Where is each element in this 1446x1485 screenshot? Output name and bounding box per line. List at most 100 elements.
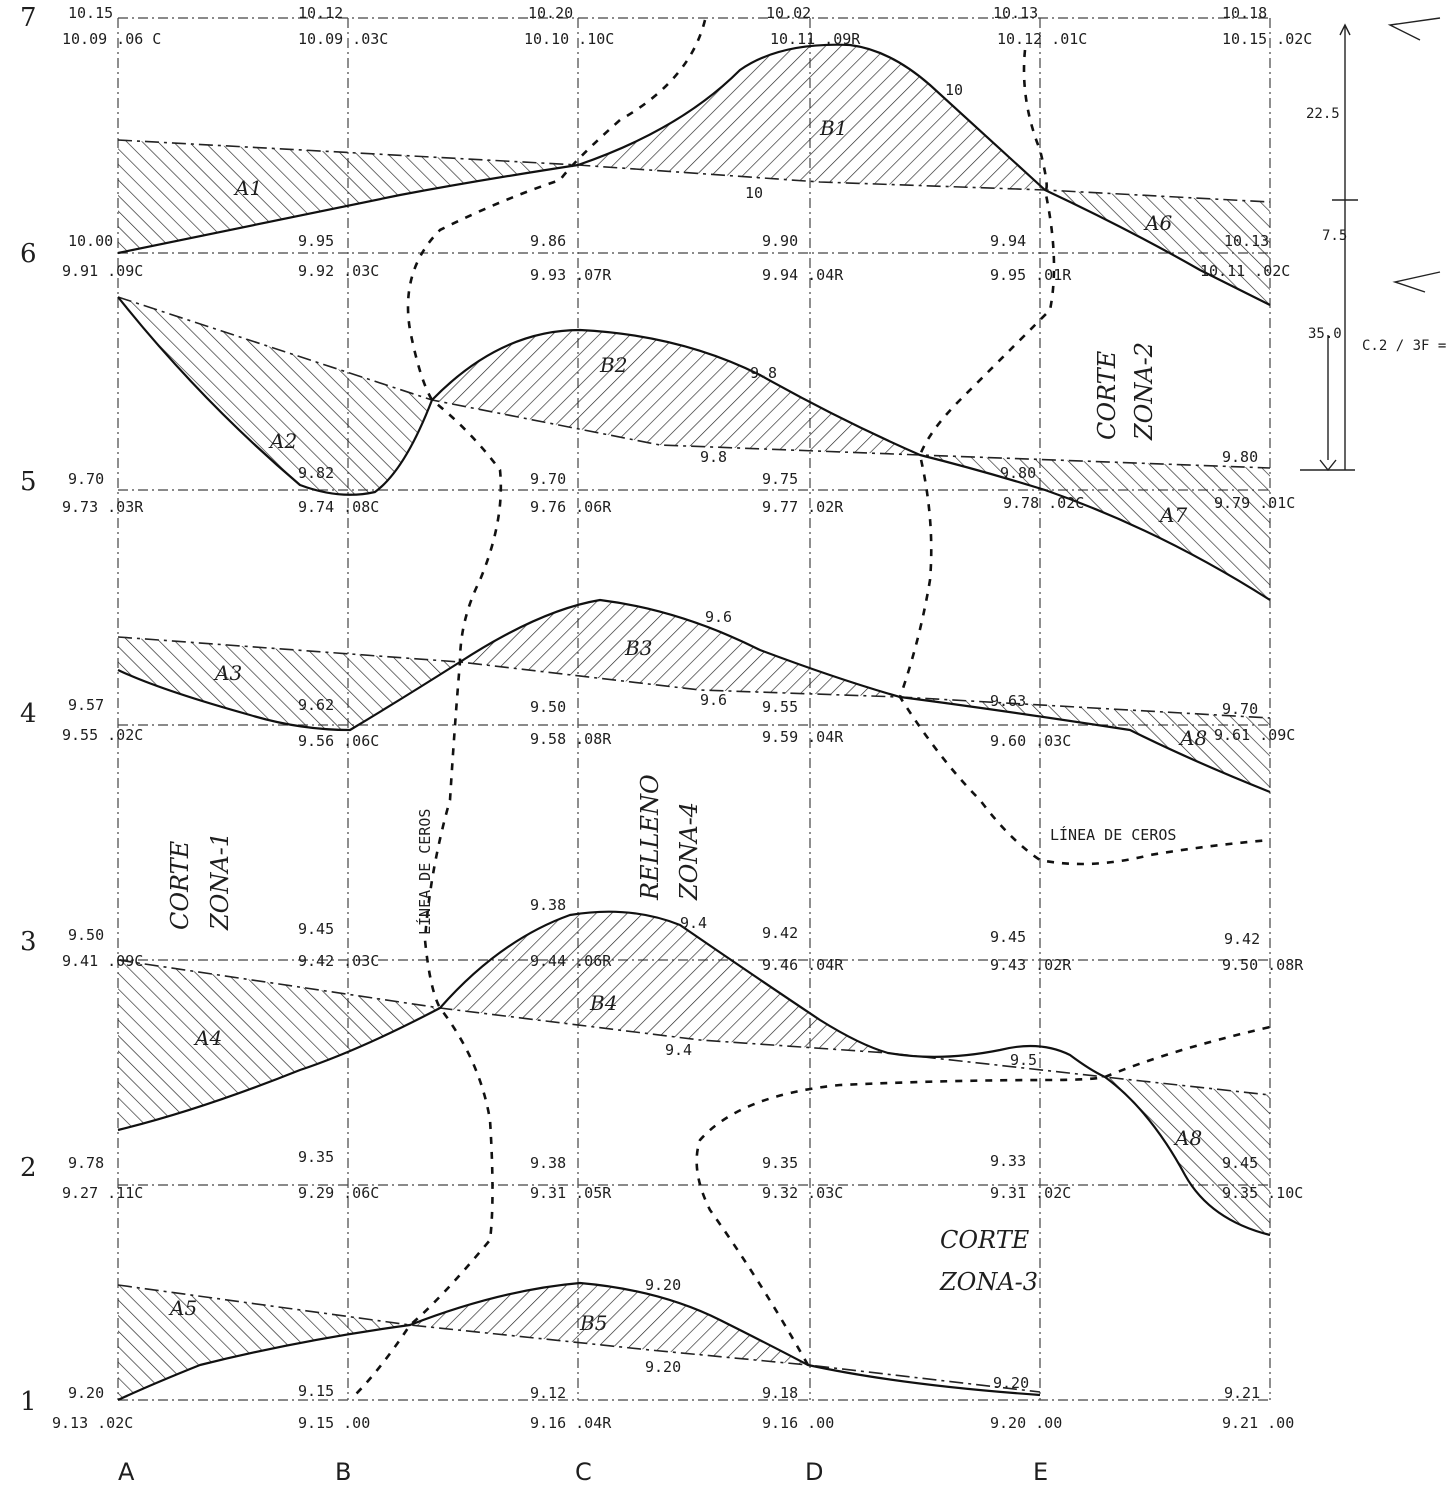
- elev-bottom: 9.44 .06R: [530, 952, 612, 970]
- row-label-4: 4: [20, 699, 37, 729]
- margin-note: C.2 / 3F =: [1362, 338, 1446, 354]
- elev-top: 9.62: [298, 696, 334, 714]
- elev-bottom: 9.15 .00: [298, 1414, 370, 1432]
- elevation-labels: 10.15 10.12 10.20 10.02 10.13 10.18 10.0…: [52, 4, 1312, 1432]
- elev-top: 9.80: [1000, 464, 1036, 482]
- elev-bottom: 9.61 .09C: [1214, 726, 1295, 744]
- area-a2-hatch: [118, 297, 432, 495]
- elev-top: 9.45: [298, 920, 334, 938]
- area-label-a9: A8: [1173, 1126, 1202, 1150]
- area-label-b3: B3: [624, 636, 652, 660]
- contour-labels: 10 10 9.8 9.8 9.6 9.6 9.4 9.4 9.5 9.20 9…: [645, 81, 1037, 1376]
- elev-top: 9.63: [990, 692, 1026, 710]
- elev-top: 9.42: [762, 924, 798, 942]
- elev-bottom: 9.35 .10C: [1222, 1184, 1303, 1202]
- contour-label: 9.8: [700, 448, 727, 466]
- elev-top: 9.95: [298, 232, 334, 250]
- elev-bottom: 9.50 .08R: [1222, 956, 1304, 974]
- dim-22-5: 22.5: [1306, 106, 1340, 122]
- elev-top: 10.00: [68, 232, 113, 250]
- col-label-c: C: [575, 1458, 592, 1485]
- elev-bottom: 10.11 .09R: [770, 30, 861, 48]
- contour-label: 10: [745, 184, 763, 202]
- elev-top: 9.18: [762, 1384, 798, 1402]
- dim-7-5: 7.5: [1322, 228, 1347, 244]
- elev-bottom: 9.43 .02R: [990, 956, 1072, 974]
- col-label-b: B: [335, 1458, 351, 1485]
- elev-bottom: 10.15 .02C: [1222, 30, 1312, 48]
- area-label-b5: B5: [579, 1311, 607, 1335]
- elev-bottom: 9.91 .09C: [62, 262, 143, 280]
- col-label-a: A: [118, 1458, 135, 1485]
- area-a8-hatch: [900, 697, 1270, 792]
- elev-bottom: 9.29 .06C: [298, 1184, 379, 1202]
- zero-line-1: [354, 19, 707, 1396]
- elev-bottom: 10.09 .06 C: [62, 30, 161, 48]
- area-label-a1: A1: [233, 176, 262, 200]
- elev-top: 9.45: [1222, 1154, 1258, 1172]
- elev-bottom: 9.79 .01C: [1214, 494, 1295, 512]
- elev-bottom: 9.31 .02C: [990, 1184, 1071, 1202]
- row-label-6: 6: [20, 239, 37, 269]
- elev-bottom: 9.73 .03R: [62, 498, 144, 516]
- elev-top: 9.38: [530, 896, 566, 914]
- margin-arrow-2: [1392, 271, 1441, 293]
- area-label-a2: A2: [268, 429, 297, 453]
- row-number-labels: 7 6 5 4 3 2 1: [20, 3, 37, 1417]
- elev-top: 9.86: [530, 232, 566, 250]
- elev-top: 9.42: [1224, 930, 1260, 948]
- elev-top: 9.45: [990, 928, 1026, 946]
- contour-label: 10: [945, 81, 963, 99]
- contour-label: 9.8: [750, 364, 777, 382]
- margin-arrow-1: [1387, 17, 1441, 41]
- area-label-a3: A3: [213, 661, 242, 685]
- zone-relleno-4-line1: RELLENO: [636, 774, 664, 901]
- contour-label: 9.20: [645, 1276, 681, 1294]
- elev-bottom: 9.95 .01R: [990, 266, 1072, 284]
- col-label-d: D: [805, 1458, 823, 1485]
- area-label-a6: A6: [1143, 211, 1172, 235]
- elev-bottom: 10.09 .03C: [298, 30, 388, 48]
- elev-bottom: 10.11 .02C: [1200, 262, 1290, 280]
- zero-line-label-2: LÍNEA DE CEROS: [1050, 825, 1176, 844]
- hatched-areas: [118, 44, 1270, 1400]
- elev-top: 9.55: [762, 698, 798, 716]
- elev-bottom: 10.10 .10C: [524, 30, 614, 48]
- area-a3-hatch: [118, 637, 460, 730]
- zone-relleno-4-line2: ZONA-4: [675, 802, 703, 901]
- elev-top: 9.33: [990, 1152, 1026, 1170]
- elev-bottom: 9.20 .00: [990, 1414, 1062, 1432]
- elev-bottom: 10.12 .01C: [997, 30, 1087, 48]
- zone-corte-1-line2: ZONA-1: [206, 832, 234, 931]
- elev-bottom: 9.94 .04R: [762, 266, 844, 284]
- column-labels: A B C D E: [118, 1458, 1048, 1485]
- area-b2-hatch: [432, 330, 920, 455]
- dimension-labels: 22.5 7.5 35.0 C.2 / 3F =: [1306, 106, 1446, 354]
- elev-bottom: 9.31 .05R: [530, 1184, 612, 1202]
- zero-line-label-1: LÍNEA DE CEROS: [415, 809, 434, 935]
- contour-label: 9.20: [645, 1358, 681, 1376]
- elev-top: 10.15: [68, 4, 113, 22]
- elev-bottom: 9.46 .04R: [762, 956, 844, 974]
- elev-top: 10.12: [298, 4, 343, 22]
- elev-bottom: 9.13 .02C: [52, 1414, 133, 1432]
- elev-top: 9.12: [530, 1384, 566, 1402]
- dimension-lines: [1300, 17, 1441, 472]
- elev-top: 9.57: [68, 696, 104, 714]
- elev-bottom: 9.58 .08R: [530, 730, 612, 748]
- row-label-2: 2: [20, 1153, 37, 1183]
- elev-top: 9.50: [68, 926, 104, 944]
- elev-top: 9.94: [990, 232, 1026, 250]
- elev-bottom: 9.76 .06R: [530, 498, 612, 516]
- row-label-5: 5: [20, 467, 37, 497]
- elev-top: 9.70: [1222, 700, 1258, 718]
- elev-top: 9.70: [530, 470, 566, 488]
- elev-bottom: 9.74 .08C: [298, 498, 379, 516]
- area-label-a5: A5: [168, 1296, 197, 1320]
- elev-bottom: 9.16 .04R: [530, 1414, 612, 1432]
- area-b1-hatch: [578, 44, 1045, 190]
- row-label-7: 7: [20, 3, 37, 33]
- elev-top: 10.02: [766, 4, 811, 22]
- area-labels: A1 B1 A6 A2 B2 A7 A3 B3 A8 A4 B4 A8 A5 B…: [168, 116, 1207, 1335]
